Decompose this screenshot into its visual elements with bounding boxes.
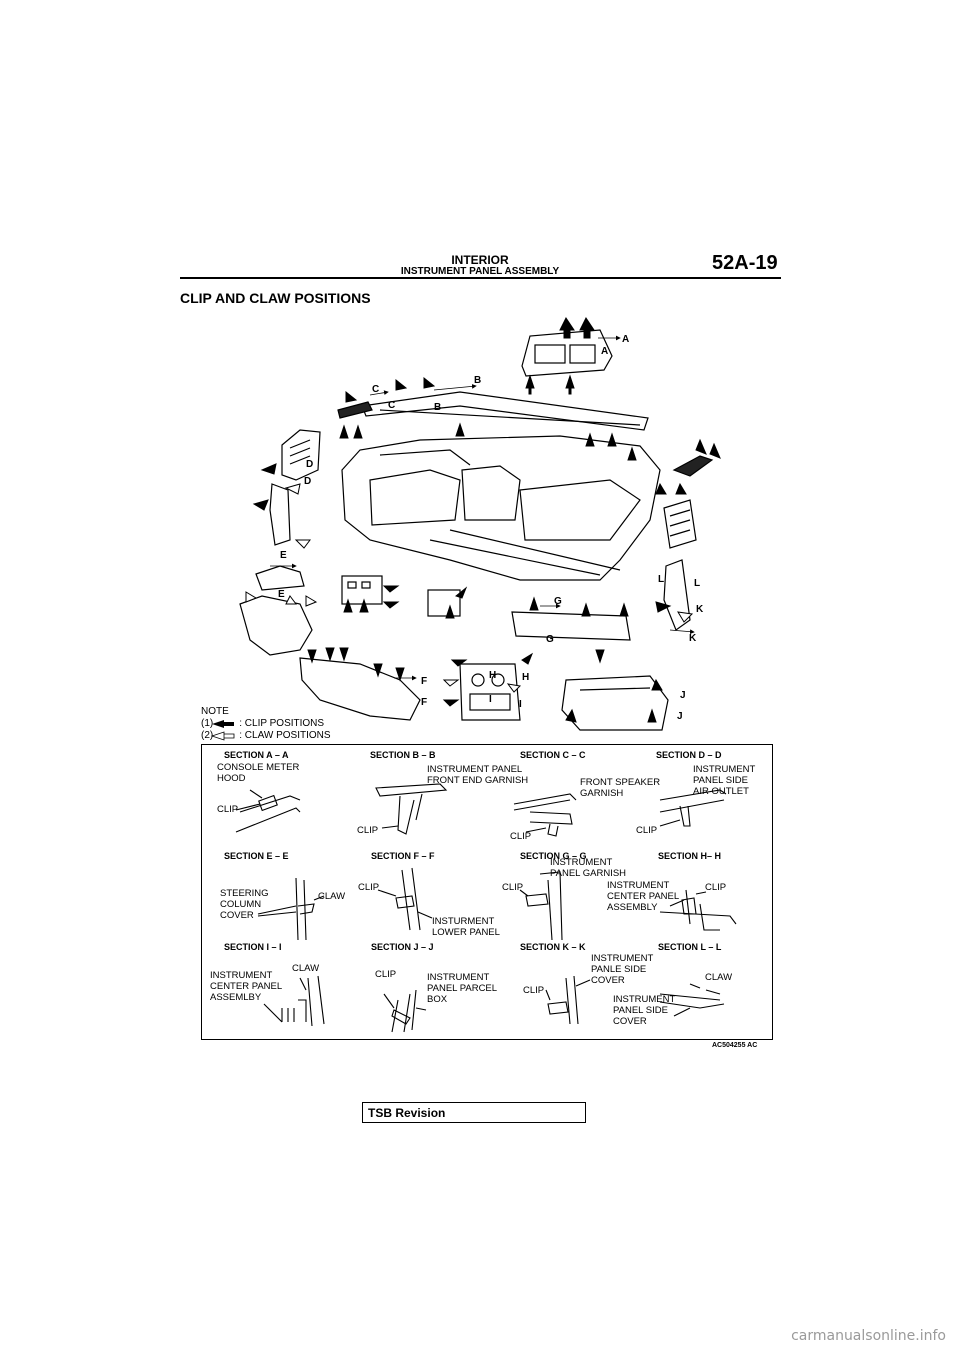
section-h-clip-label: CLIP bbox=[705, 882, 727, 893]
note-text: : CLAW POSITIONS bbox=[239, 730, 331, 741]
section-c-title: SECTION C – C bbox=[520, 750, 586, 760]
section-g-title: SECTION G – G bbox=[520, 851, 587, 861]
glove-box-shape bbox=[561, 675, 669, 731]
note-item-clip: (1) : CLIP POSITIONS bbox=[201, 718, 331, 730]
instrument-panel-shape bbox=[341, 435, 661, 581]
section-views-panel bbox=[201, 744, 773, 1040]
section-c-part-label: FRONT SPEAKER GARNISH bbox=[580, 777, 661, 799]
cut-letter-e-2: E bbox=[278, 589, 285, 600]
section-e-title: SECTION E – E bbox=[224, 851, 289, 861]
section-k-title: SECTION K – K bbox=[520, 942, 586, 952]
watermark: carmanualsonline.info bbox=[791, 1328, 946, 1344]
cut-letter-a-2: A bbox=[601, 346, 609, 357]
cut-letter-d-1: D bbox=[306, 459, 314, 470]
section-k-clip-label: CLIP bbox=[523, 985, 545, 996]
note-title: NOTE bbox=[201, 706, 229, 717]
cut-letter-l-2: L bbox=[694, 578, 701, 589]
cut-letter-k-2: K bbox=[689, 633, 697, 644]
section-l-title: SECTION L – L bbox=[658, 942, 722, 952]
section-a-title: SECTION A – A bbox=[224, 750, 289, 760]
cut-letter-f-2: F bbox=[421, 697, 428, 708]
center-panel-shape bbox=[459, 663, 521, 721]
note-num: (1) bbox=[201, 718, 214, 729]
cut-letter-i-1: I bbox=[489, 694, 492, 705]
section-l-claw-label: CLAW bbox=[705, 972, 733, 983]
cut-letter-h-2: H bbox=[522, 672, 530, 683]
cut-letter-b-1: B bbox=[474, 375, 482, 386]
cut-letter-g-2: G bbox=[546, 634, 554, 645]
page-heading: CLIP AND CLAW POSITIONS bbox=[180, 290, 371, 306]
claw-legend-arrow bbox=[210, 731, 235, 741]
cut-letter-c-1: C bbox=[372, 384, 380, 395]
section-j-clip-label: CLIP bbox=[375, 969, 397, 980]
front-end-garnish-shape bbox=[361, 391, 649, 431]
section-a-clip-label: CLIP bbox=[217, 804, 239, 815]
tsb-revision-label: TSB Revision bbox=[368, 1106, 446, 1120]
cut-letter-g-1: G bbox=[554, 596, 562, 607]
lower-panel-shape bbox=[299, 657, 421, 721]
section-e-part-label: STEERING COLUMN COVER bbox=[220, 888, 269, 921]
cut-letter-f-1: F bbox=[421, 676, 428, 687]
cut-letter-a-1: A bbox=[622, 334, 630, 345]
section-j-title: SECTION J – J bbox=[371, 942, 434, 952]
section-i-title: SECTION I – I bbox=[224, 942, 282, 952]
section-g-part-label: INSTRUMENT PANEL GARNISH bbox=[550, 857, 627, 879]
section-l-part-label: INSTRUMENT PANEL SIDE COVER bbox=[613, 994, 676, 1027]
note-text: : CLIP POSITIONS bbox=[239, 718, 325, 729]
section-a-part-label: CONSOLE METER HOOD bbox=[217, 762, 300, 784]
cut-letter-b-2: B bbox=[434, 402, 442, 413]
section-b-clip-label: CLIP bbox=[357, 825, 379, 836]
section-h-part-label: INSTRUMENT CENTER PANEL ASSEMBLY bbox=[607, 880, 680, 913]
note-block: NOTE (1) : CLIP POSITIONS (2) : CLAW POSIT… bbox=[201, 706, 331, 742]
section-d-clip-label: CLIP bbox=[636, 825, 658, 836]
clip-legend-arrow bbox=[212, 720, 234, 728]
header-subsection: INSTRUMENT PANEL ASSEMBLY bbox=[400, 266, 560, 277]
console-meter-hood-shape bbox=[521, 329, 613, 377]
tsb-revision-box: TSB Revision bbox=[362, 1102, 586, 1123]
section-i-part-label: INSTRUMENT CENTER PANEL ASSEMLBY bbox=[210, 970, 283, 1003]
section-i-claw-label: CLAW bbox=[292, 963, 320, 974]
section-h-title: SECTION H– H bbox=[658, 851, 722, 861]
section-b-title: SECTION B – B bbox=[370, 750, 436, 760]
section-e-claw-label: CLAW bbox=[318, 891, 346, 902]
cut-letter-e-1: E bbox=[280, 550, 287, 561]
header-section: INTERIOR bbox=[451, 253, 509, 267]
cut-letter-l-1: L bbox=[658, 574, 665, 585]
cut-letter-i-2: I bbox=[519, 699, 522, 710]
section-f-title: SECTION F – F bbox=[371, 851, 435, 861]
section-f-clip-label: CLIP bbox=[358, 882, 380, 893]
header-rule bbox=[180, 277, 781, 279]
section-f-part-label: INSTURMENT LOWER PANEL bbox=[432, 916, 500, 938]
section-b-part-label: INSTRUMENT PANEL FRONT END GARNISH bbox=[427, 764, 529, 786]
cut-letter-j-2: J bbox=[677, 711, 683, 722]
cut-letter-j-1: J bbox=[680, 690, 686, 701]
cut-letter-d-2: D bbox=[304, 476, 312, 487]
section-g-clip-label: CLIP bbox=[502, 882, 524, 893]
note-num: (2) bbox=[201, 730, 214, 741]
section-d-title: SECTION D – D bbox=[656, 750, 722, 760]
cut-letter-k-1: K bbox=[696, 604, 704, 615]
figure-id: AC504255 AC bbox=[712, 1042, 758, 1049]
section-c-clip-label: CLIP bbox=[510, 831, 532, 842]
note-item-claw: (2) : CLAW POSITIONS bbox=[201, 730, 331, 742]
section-d-part-label: INSTRUMENT PANEL SIDE AIR OUTLET bbox=[693, 764, 756, 797]
section-j-part-label: INSTRUMENT PANEL PARCEL BOX bbox=[427, 972, 498, 1005]
page-number: 52A-19 bbox=[712, 252, 778, 274]
cut-letter-h-1: H bbox=[489, 670, 497, 681]
cut-letter-c-2: C bbox=[388, 400, 396, 411]
section-k-part-label: INSTRUMENT PANLE SIDE COVER bbox=[591, 953, 654, 986]
